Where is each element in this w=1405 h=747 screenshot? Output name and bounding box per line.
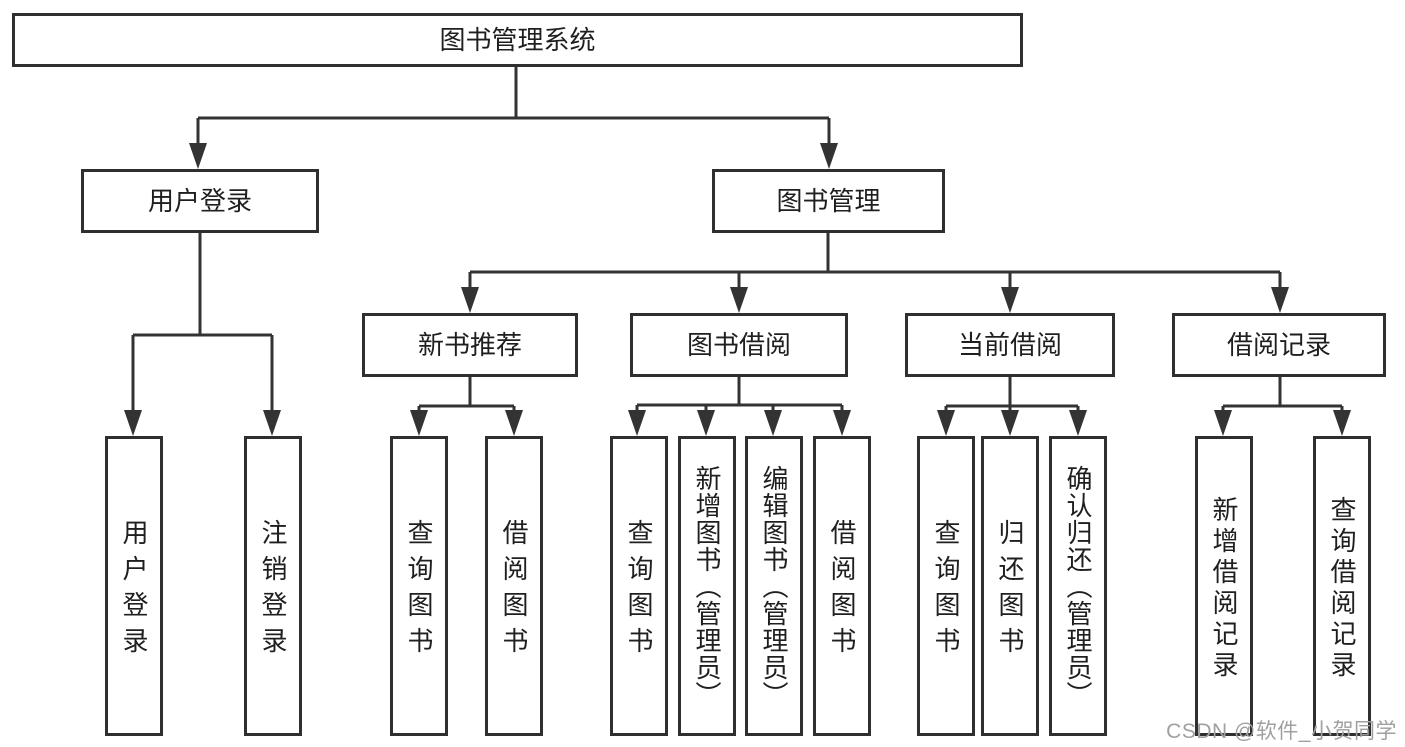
node-new-book-recommend: 新书推荐 <box>362 313 578 377</box>
node-book-borrowing-label: 图书借阅 <box>686 330 791 360</box>
node-current-borrowing: 当前借阅 <box>905 313 1115 377</box>
node-current-query-books-label: 查询图书 <box>931 519 961 663</box>
node-return-book-label: 归还图书 <box>995 519 1025 663</box>
node-borrow-book-action-label: 借阅图书 <box>827 519 857 663</box>
node-edit-book-admin-label: 编辑图书（管理员） <box>759 465 789 708</box>
node-recommend-query-books: 查询图书 <box>390 436 448 736</box>
node-current-borrowing-label: 当前借阅 <box>957 330 1062 360</box>
node-current-query-books: 查询图书 <box>917 436 975 736</box>
node-logout-label: 注销登录 <box>258 519 288 663</box>
node-user-login-group: 用户登录 <box>81 169 319 233</box>
node-book-management: 图书管理 <box>712 169 945 233</box>
node-edit-book-admin: 编辑图书（管理员） <box>745 436 803 736</box>
node-recommend-borrow-books-label: 借阅图书 <box>499 519 529 663</box>
node-return-book: 归还图书 <box>981 436 1039 736</box>
node-borrow-query-books: 查询图书 <box>610 436 668 736</box>
node-borrow-query-books-label: 查询图书 <box>624 519 654 663</box>
node-book-management-label: 图书管理 <box>776 186 881 216</box>
csdn-watermark: CSDN @软件_小贺同学 <box>1166 719 1397 743</box>
node-recommend-borrow-books: 借阅图书 <box>485 436 543 736</box>
node-add-borrow-record: 新增借阅记录 <box>1195 436 1253 736</box>
node-book-borrowing: 图书借阅 <box>630 313 848 377</box>
node-root-label: 图书管理系统 <box>439 25 596 55</box>
node-add-borrow-record-label: 新增借阅记录 <box>1209 495 1239 682</box>
node-recommend-query-books-label: 查询图书 <box>404 519 434 663</box>
node-user-login-action-label: 用户登录 <box>119 519 149 663</box>
node-borrowing-records: 借阅记录 <box>1172 313 1386 377</box>
node-borrow-book-action: 借阅图书 <box>813 436 871 736</box>
node-new-book-recommend-label: 新书推荐 <box>417 330 522 360</box>
node-confirm-return-admin: 确认归还（管理员） <box>1049 436 1107 736</box>
node-add-book-admin-label: 新增图书（管理员） <box>692 465 722 708</box>
node-root-library-system: 图书管理系统 <box>12 13 1023 67</box>
node-query-borrow-record: 查询借阅记录 <box>1313 436 1371 736</box>
node-add-book-admin: 新增图书（管理员） <box>678 436 736 736</box>
node-user-login-group-label: 用户登录 <box>147 186 252 216</box>
node-logout: 注销登录 <box>244 436 302 736</box>
node-query-borrow-record-label: 查询借阅记录 <box>1327 495 1357 682</box>
node-borrowing-records-label: 借阅记录 <box>1226 330 1331 360</box>
node-user-login-action: 用户登录 <box>105 436 163 736</box>
node-confirm-return-admin-label: 确认归还（管理员） <box>1063 465 1093 708</box>
